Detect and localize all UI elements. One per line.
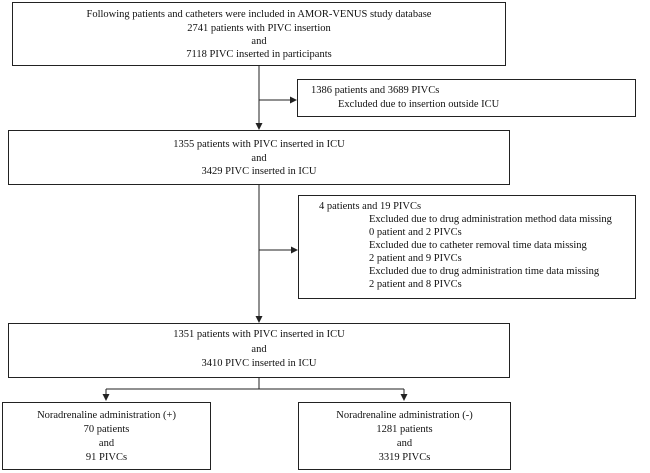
group-pos-line-1: Noradrenaline administration (+): [37, 410, 176, 421]
exclusion2-line-7: 2 patient and 8 PIVCs: [369, 279, 462, 290]
box3-line-3: 3410 PIVC inserted in ICU: [201, 358, 317, 369]
group-pos-line-4: 91 PIVCs: [85, 452, 128, 463]
exclusion-missing-data-box: 4 patients and 19 PIVCs Excluded due to …: [298, 195, 636, 299]
exclusion2-line-4: Excluded due to catheter removal time da…: [369, 240, 587, 251]
noradrenaline-positive-box: Noradrenaline administration (+) 70 pati…: [2, 402, 211, 470]
group-neg-line-2: 1281 patients: [376, 424, 433, 435]
exclusion1-line-1: 1386 patients and 3689 PIVCs: [311, 85, 440, 96]
icu-patients-box: 1355 patients with PIVC inserted in ICU …: [8, 130, 510, 185]
box1-line-2: 2741 patients with PIVC insertion: [187, 23, 331, 34]
box3-line-2: and: [251, 344, 267, 355]
box2-line-3: 3429 PIVC inserted in ICU: [201, 166, 317, 177]
group-neg-line-1: Noradrenaline administration (-): [336, 410, 473, 421]
exclusion2-line-1: 4 patients and 19 PIVCs: [319, 201, 422, 212]
study-database-box: Following patients and catheters were in…: [12, 2, 506, 66]
box1-line-4: 7118 PIVC inserted in participants: [186, 49, 332, 60]
final-cohort-box: 1351 patients with PIVC inserted in ICU …: [8, 323, 510, 378]
box1-line-3: and: [251, 36, 267, 47]
exclusion1-line-2: Excluded due to insertion outside ICU: [338, 99, 500, 110]
exclusion2-line-3: 0 patient and 2 PIVCs: [369, 227, 462, 238]
box1-line-1: Following patients and catheters were in…: [86, 9, 432, 20]
group-neg-line-3: and: [396, 438, 413, 449]
group-neg-line-4: 3319 PIVCs: [378, 452, 431, 463]
box3-line-1: 1351 patients with PIVC inserted in ICU: [173, 329, 345, 340]
group-pos-line-2: 70 patients: [83, 424, 130, 435]
group-pos-line-3: and: [98, 438, 115, 449]
exclusion2-line-5: 2 patient and 9 PIVCs: [369, 253, 462, 264]
box2-line-2: and: [251, 153, 267, 164]
exclusion2-line-2: Excluded due to drug administration meth…: [369, 214, 612, 225]
box2-line-1: 1355 patients with PIVC inserted in ICU: [173, 139, 345, 150]
exclusion2-line-6: Excluded due to drug administration time…: [369, 266, 600, 277]
exclusion-outside-icu-box: 1386 patients and 3689 PIVCs Excluded du…: [297, 79, 636, 117]
noradrenaline-negative-box: Noradrenaline administration (-) 1281 pa…: [298, 402, 511, 470]
